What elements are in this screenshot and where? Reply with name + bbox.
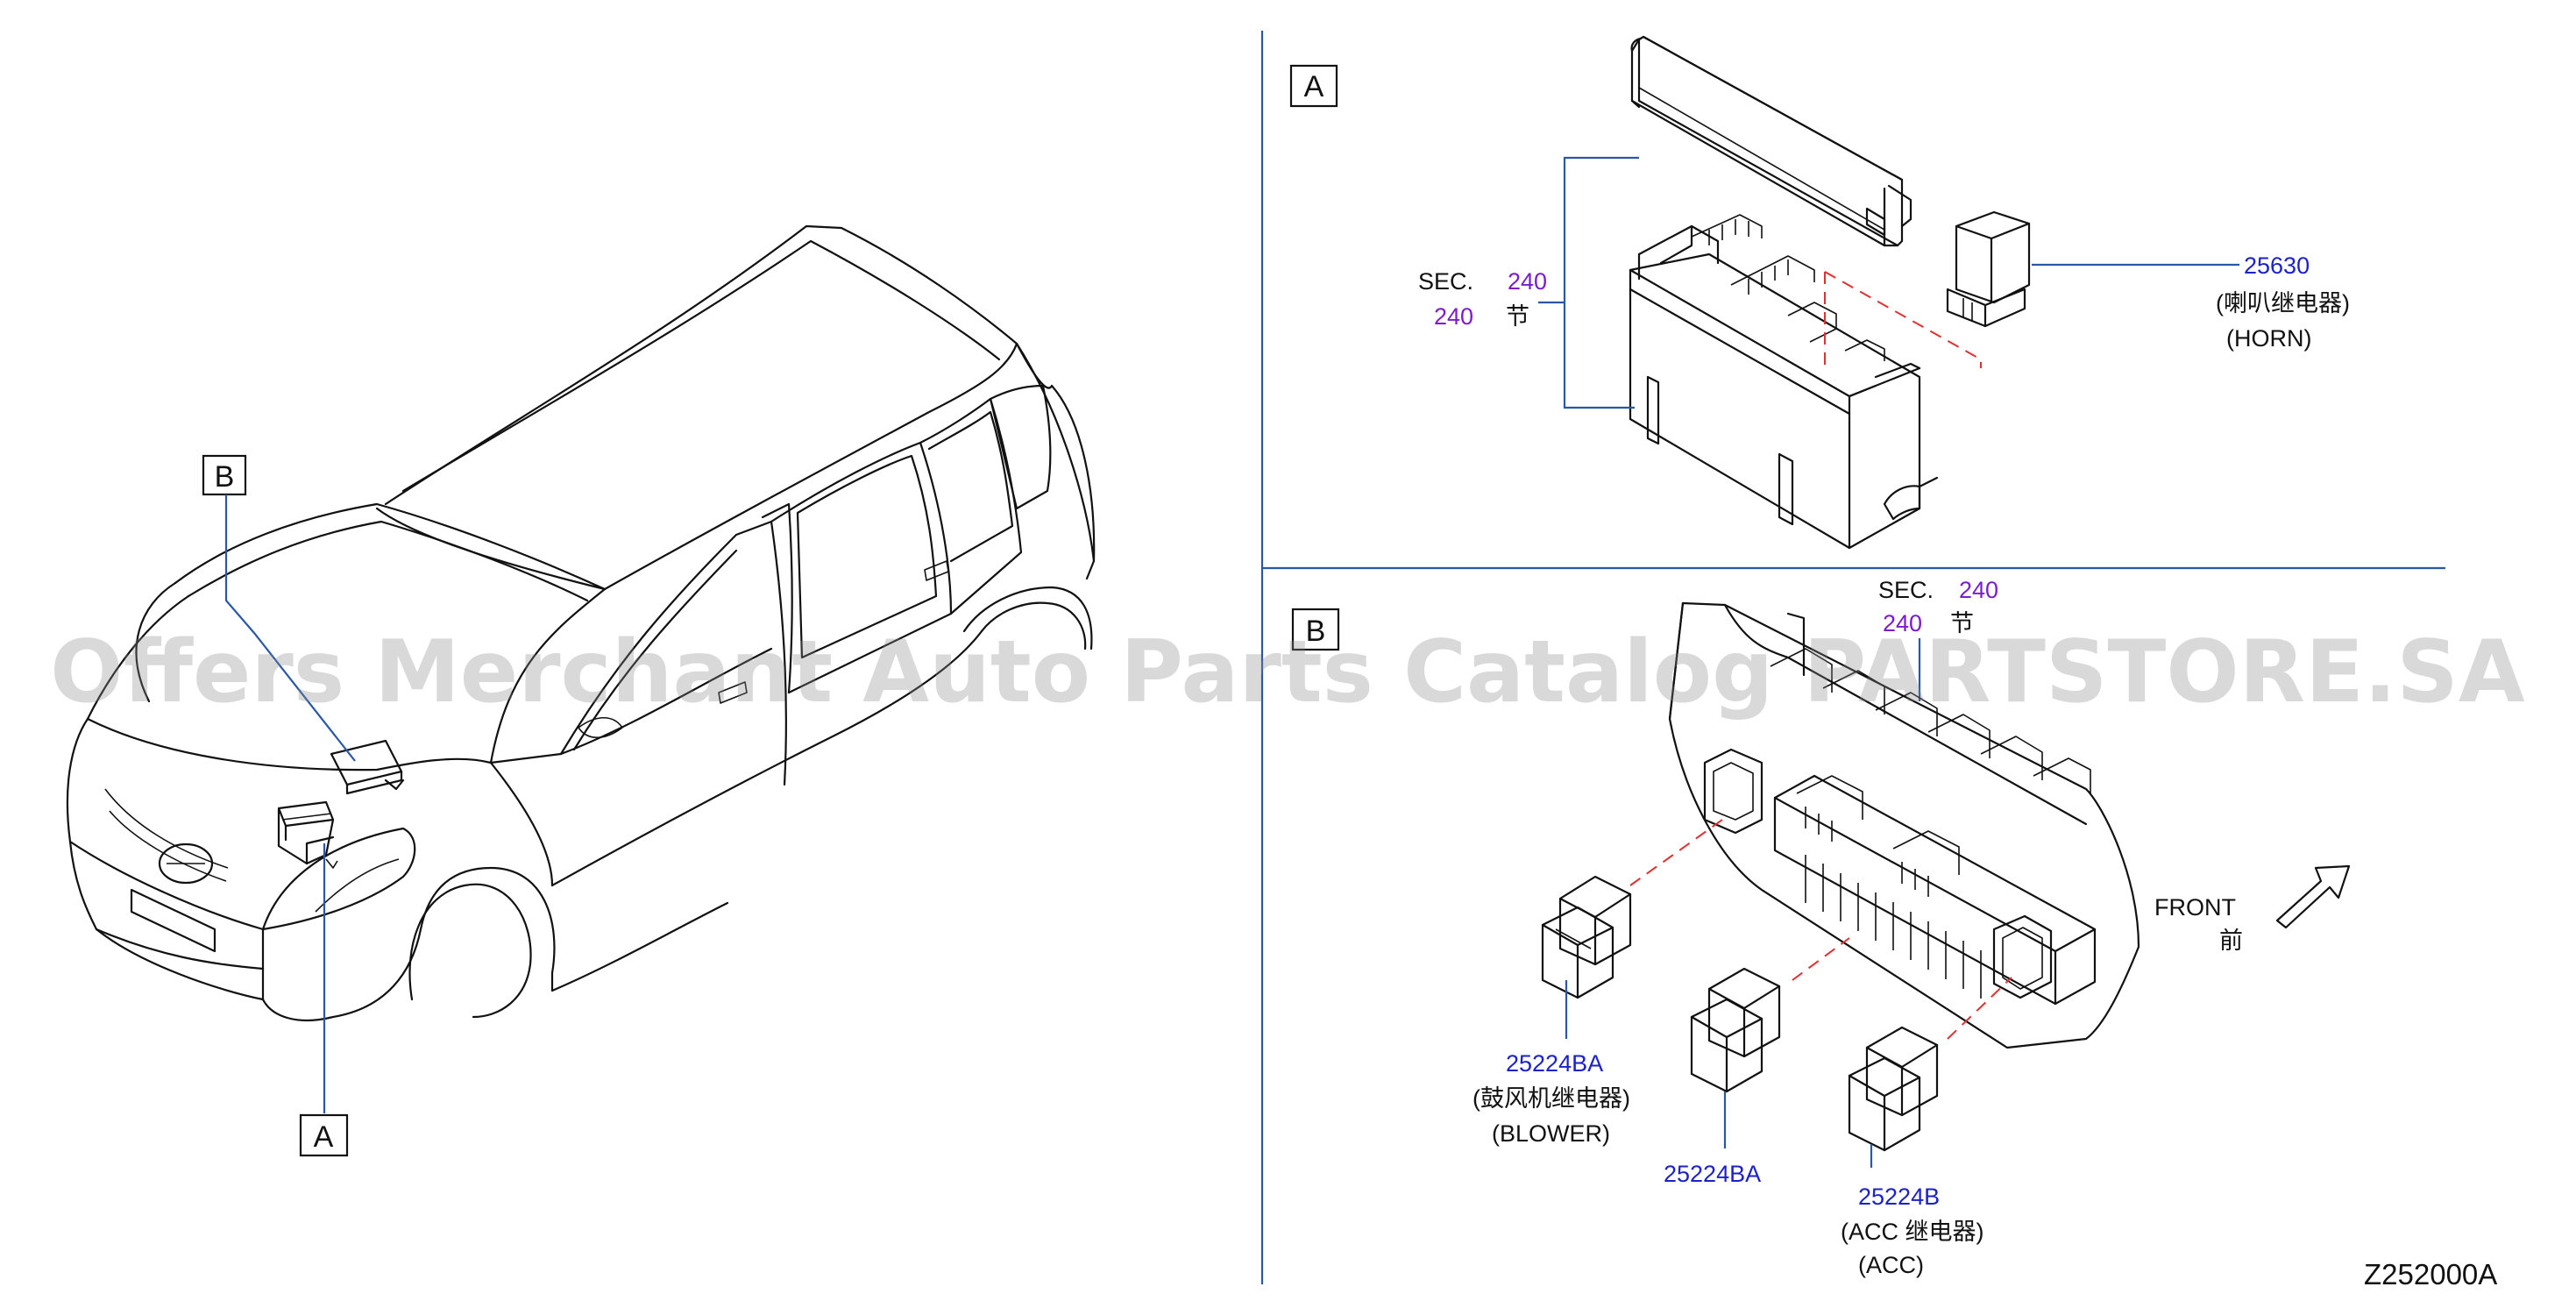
panel-a-sec-cn: 节	[1506, 303, 1529, 330]
blower-label-en: (BLOWER)	[1492, 1120, 1610, 1147]
callout-b-panel-label: B	[1306, 615, 1326, 648]
vehicle-illustration	[66, 224, 1096, 1021]
panel-a-sec-number-2: 240	[1434, 303, 1473, 330]
panel-b-sec-cn: 节	[1950, 610, 1974, 636]
horn-label-cn: (喇叭继电器)	[2216, 290, 2350, 316]
panel-a: A	[1289, 35, 2350, 550]
panel-b-sec-prefix: SEC.	[1878, 577, 1934, 603]
blower-label-cn: (鼓风机继电器)	[1473, 1085, 1630, 1112]
panel-b-sec-number-2: 240	[1883, 610, 1922, 636]
blower-relay	[1541, 875, 1632, 999]
callout-b-car-label: B	[215, 460, 235, 494]
acc-label-cn: (ACC 继电器)	[1841, 1219, 1984, 1245]
callout-a-car-label: A	[314, 1120, 334, 1154]
fuse-box-lid	[1630, 35, 1912, 247]
callout-b-car: B	[202, 454, 356, 762]
horn-phantom-line	[1824, 271, 1982, 368]
panel-b: B SEC. 240 240 节	[1291, 577, 2351, 1278]
horn-relay	[1946, 210, 2031, 328]
panel-a-sec-number: 240	[1508, 268, 1547, 295]
blower-phantom-line	[1629, 819, 1723, 886]
acc-phantom-line	[1947, 977, 2012, 1040]
front-label-en: FRONT	[2154, 894, 2236, 921]
callout-a-car: A	[299, 843, 349, 1157]
front-arrow-icon	[2275, 864, 2351, 929]
horn-label-en: (HORN)	[2226, 325, 2311, 352]
acc-label-en: (ACC)	[1858, 1252, 1924, 1278]
watermark: Offers Merchant Auto Parts Catalog PARTS…	[50, 622, 2525, 722]
panel-a-sec-prefix: SEC.	[1418, 268, 1473, 295]
horn-part-number: 25630	[2244, 252, 2310, 279]
acc-part-number: 25224B	[1858, 1184, 1940, 1210]
panel-b-sec-number: 240	[1959, 577, 1998, 603]
front-label-cn: 前	[2219, 928, 2243, 954]
relay-2	[1690, 967, 1781, 1093]
acc-relay	[1848, 1026, 1939, 1152]
relay-2-phantom-line	[1792, 937, 1850, 981]
diagram-code: Z252000A	[2364, 1258, 2497, 1290]
callout-a-panel-label: A	[1304, 70, 1324, 103]
fuse-box-body	[1629, 214, 1939, 550]
relay-2-part-number: 25224BA	[1664, 1161, 1761, 1187]
relay-block	[1668, 601, 2140, 1049]
blower-part-number: 25224BA	[1506, 1050, 1603, 1077]
